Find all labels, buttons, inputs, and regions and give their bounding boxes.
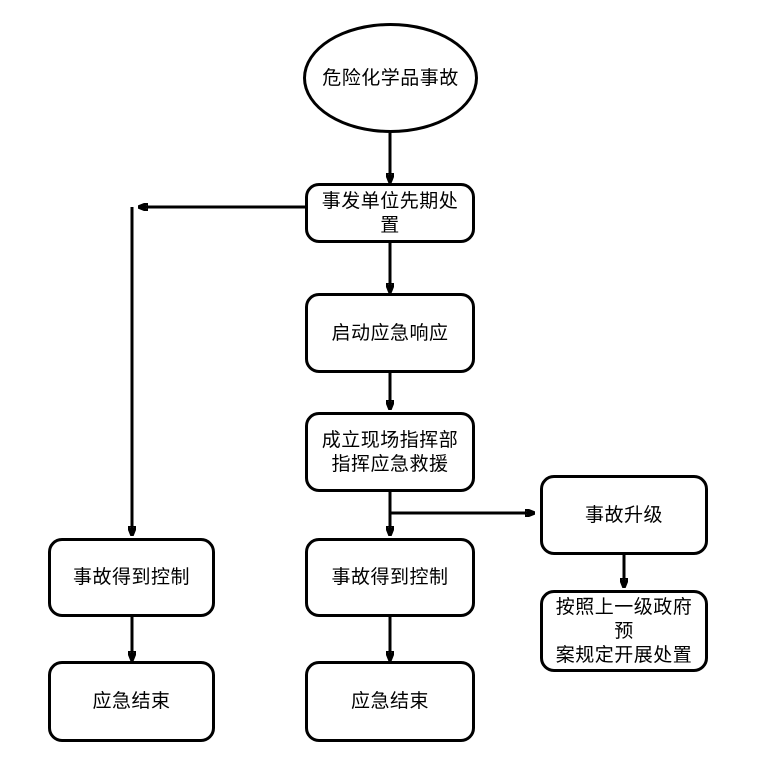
node-emergency-end-middle-label: 应急结束	[350, 690, 429, 713]
node-establish-command-post-label: 成立现场指挥部 指挥应急救援	[321, 428, 459, 475]
node-emergency-end-left[interactable]: 应急结束	[48, 661, 215, 742]
node-accident-controlled-middle[interactable]: 事故得到控制	[305, 538, 475, 617]
node-emergency-end-middle[interactable]: 应急结束	[305, 661, 475, 742]
node-accident-escalation-label: 事故升级	[584, 503, 663, 526]
node-initial-response-label: 事发单位先期处置	[321, 189, 459, 236]
node-accident-escalation[interactable]: 事故升级	[540, 475, 708, 555]
node-activate-emergency-response[interactable]: 启动应急响应	[305, 293, 475, 373]
node-start-label: 危险化学品事故	[322, 66, 459, 89]
node-higher-level-government-plan[interactable]: 按照上一级政府预 案规定开展处置	[540, 590, 708, 672]
node-initial-response[interactable]: 事发单位先期处置	[305, 183, 475, 243]
node-activate-emergency-response-label: 启动应急响应	[331, 321, 449, 344]
node-start-hazardous-chemical-accident[interactable]: 危险化学品事故	[303, 23, 478, 133]
node-accident-controlled-left[interactable]: 事故得到控制	[48, 538, 215, 617]
node-accident-controlled-middle-label: 事故得到控制	[331, 566, 449, 589]
node-higher-level-government-plan-label: 按照上一级政府预 案规定开展处置	[555, 595, 693, 667]
node-emergency-end-left-label: 应急结束	[92, 690, 171, 713]
node-accident-controlled-left-label: 事故得到控制	[72, 566, 190, 589]
node-establish-command-post[interactable]: 成立现场指挥部 指挥应急救援	[305, 412, 475, 492]
